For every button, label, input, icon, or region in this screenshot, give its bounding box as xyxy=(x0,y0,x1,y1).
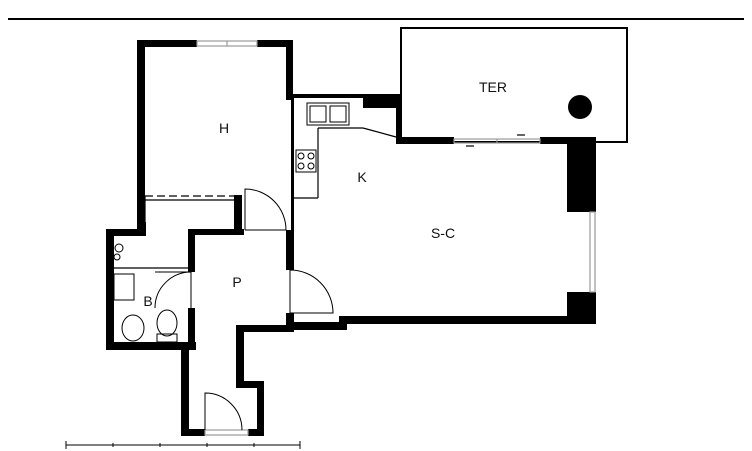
bedroom-left-wall xyxy=(137,40,145,230)
corridor-left-wall xyxy=(181,342,189,436)
living-right-pillar-top xyxy=(567,142,596,212)
room-label-terrace: TER xyxy=(479,79,507,95)
kitchen-sink xyxy=(306,102,350,126)
hall-right-wall-top xyxy=(286,230,294,270)
stove-burner-4 xyxy=(307,162,315,170)
scale-bar xyxy=(65,441,301,449)
kitchen-corner-block xyxy=(363,94,401,108)
bedroom-door-swing xyxy=(244,188,287,231)
bathroom-door-swing xyxy=(154,271,192,309)
shower-valve xyxy=(113,253,121,261)
room-label-hall: P xyxy=(232,274,241,290)
living-side-window xyxy=(589,211,596,293)
corridor-bottom-wall-left xyxy=(181,429,205,436)
kitchen-sink-basin-left xyxy=(309,105,327,123)
shower-head xyxy=(114,243,124,253)
living-bottom-wall xyxy=(344,316,596,324)
living-top-wall-left xyxy=(396,137,454,144)
corridor-step-horizontal xyxy=(236,381,264,388)
kitchen-diagonal xyxy=(362,127,397,138)
room-label-bedroom: H xyxy=(219,120,229,136)
bathroom-sink xyxy=(121,314,145,342)
stove-burner-1 xyxy=(297,152,305,160)
entrance-door-threshold xyxy=(204,429,249,436)
bathroom-right-wall-top xyxy=(188,234,195,272)
room-label-living: S-C xyxy=(431,225,455,241)
fixtures xyxy=(113,102,350,343)
kitchen-sink-basin-right xyxy=(329,105,347,123)
living-bottom-step-left xyxy=(286,322,346,330)
kitchen-left-wall xyxy=(291,98,294,230)
bathroom-mid-top-wall xyxy=(138,222,146,236)
terrace-separation-wall xyxy=(396,94,402,142)
windows xyxy=(196,40,596,436)
bedroom-bottom-wall-right xyxy=(234,195,242,230)
toilet-tank xyxy=(156,333,178,343)
kitchen-left-wall-top xyxy=(286,94,293,100)
bedroom-top-wall-left xyxy=(137,40,197,47)
corridor-right-wall xyxy=(257,383,264,436)
stove-burner-3 xyxy=(297,162,305,170)
bathroom-left-wall xyxy=(106,229,114,349)
terrace-outline xyxy=(400,27,628,143)
hall-right-wall-bottom xyxy=(286,313,294,330)
room-label-kitchen: K xyxy=(357,169,367,185)
living-top-wall-right xyxy=(540,137,596,144)
corridor-bottom-wall-right xyxy=(248,429,264,436)
bedroom-top-wall-right xyxy=(257,40,293,47)
stove-burner-2 xyxy=(307,152,315,160)
washing-machine xyxy=(113,273,135,301)
kitchen-stove xyxy=(295,149,317,173)
bathroom-bottom-wall xyxy=(106,342,196,350)
kitchen-top-wall xyxy=(293,94,363,98)
walls xyxy=(106,40,596,436)
terrace-circle xyxy=(568,95,592,119)
entrance-door-swing xyxy=(204,392,243,431)
doors xyxy=(154,188,334,431)
living-door-swing xyxy=(289,269,334,314)
toilet-bowl xyxy=(156,309,178,337)
corridor-step-vertical xyxy=(236,325,244,388)
bathroom-right-wall-bottom xyxy=(188,308,195,350)
hall-top-wall xyxy=(188,229,244,235)
room-label-bathroom: B xyxy=(143,293,152,309)
corridor-top-wall xyxy=(236,325,294,332)
bedroom-right-wall xyxy=(286,40,293,100)
thin-lines xyxy=(114,127,525,269)
bathroom-top-wall xyxy=(106,229,146,236)
